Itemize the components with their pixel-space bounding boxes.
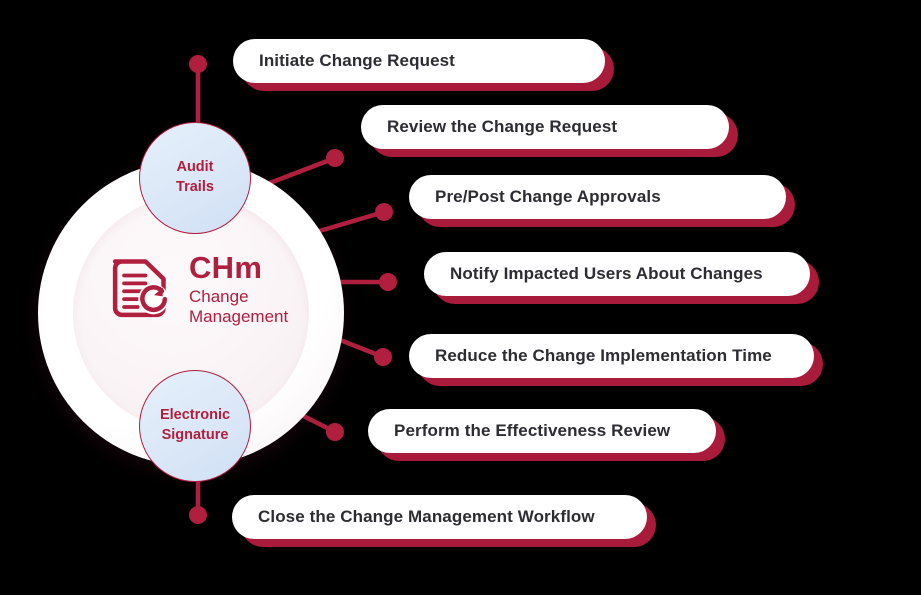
- connector-step-3-dot[interactable]: [375, 203, 393, 221]
- badge-electronic-signature-line1: Electronic: [159, 407, 231, 424]
- connector-step-2-dot[interactable]: [326, 149, 344, 167]
- brand-logo: CHm Change Management: [105, 252, 288, 326]
- badge-audit-trails-line2: Trails: [176, 179, 214, 195]
- brand-subtitle-line1: Change: [189, 287, 249, 306]
- step-pill-1[interactable]: Initiate Change Request: [233, 39, 614, 91]
- step-pill-6[interactable]: Perform the Effectiveness Review: [368, 409, 725, 461]
- step-pill-4[interactable]: Notify Impacted Users About Changes: [424, 252, 819, 304]
- step-pill-5-label: Reduce the Change Implementation Time: [435, 346, 772, 365]
- brand-title: CHm: [189, 250, 263, 285]
- step-pill-2-face[interactable]: Review the Change Request: [361, 105, 729, 149]
- document-refresh-icon: [112, 259, 169, 318]
- connector-step-3-line: [313, 209, 387, 235]
- step-pill-6-label: Perform the Effectiveness Review: [394, 421, 671, 440]
- step-pill-5[interactable]: Reduce the Change Implementation Time: [409, 334, 823, 386]
- badge-electronic-signature-line2: Signature: [161, 427, 229, 443]
- step-pill-1-face[interactable]: Initiate Change Request: [233, 39, 605, 83]
- connector-step-5-dot[interactable]: [374, 348, 392, 366]
- step-pill-7-face[interactable]: Close the Change Management Workflow: [232, 495, 647, 539]
- step-pill-5-face[interactable]: Reduce the Change Implementation Time: [409, 334, 814, 378]
- badge-audit-trails[interactable]: Audit Trails: [139, 122, 251, 234]
- step-pill-4-label: Notify Impacted Users About Changes: [450, 264, 763, 283]
- step-pill-2[interactable]: Review the Change Request: [361, 105, 738, 157]
- connector-step-6-dot[interactable]: [326, 423, 344, 441]
- step-pill-7[interactable]: Close the Change Management Workflow: [232, 495, 656, 547]
- connector-step-2-line: [259, 155, 338, 189]
- step-pill-3-label: Pre/Post Change Approvals: [435, 187, 661, 206]
- step-pill-3[interactable]: Pre/Post Change Approvals: [409, 175, 795, 227]
- step-pill-6-face[interactable]: Perform the Effectiveness Review: [368, 409, 716, 453]
- step-pill-7-label: Close the Change Management Workflow: [258, 507, 595, 526]
- badge-audit-trails-line1: Audit: [176, 159, 214, 176]
- badge-electronic-signature[interactable]: Electronic Signature: [139, 370, 251, 482]
- step-pill-2-label: Review the Change Request: [387, 117, 618, 136]
- brand-subtitle-line2: Management: [189, 306, 289, 326]
- step-pill-1-label: Initiate Change Request: [259, 51, 455, 70]
- step-pill-3-face[interactable]: Pre/Post Change Approvals: [409, 175, 786, 219]
- connector-step-7-dot[interactable]: [189, 506, 207, 524]
- connector-step-4-dot[interactable]: [379, 273, 397, 291]
- step-pill-4-face[interactable]: Notify Impacted Users About Changes: [424, 252, 810, 296]
- connector-step-1-dot[interactable]: [189, 55, 207, 73]
